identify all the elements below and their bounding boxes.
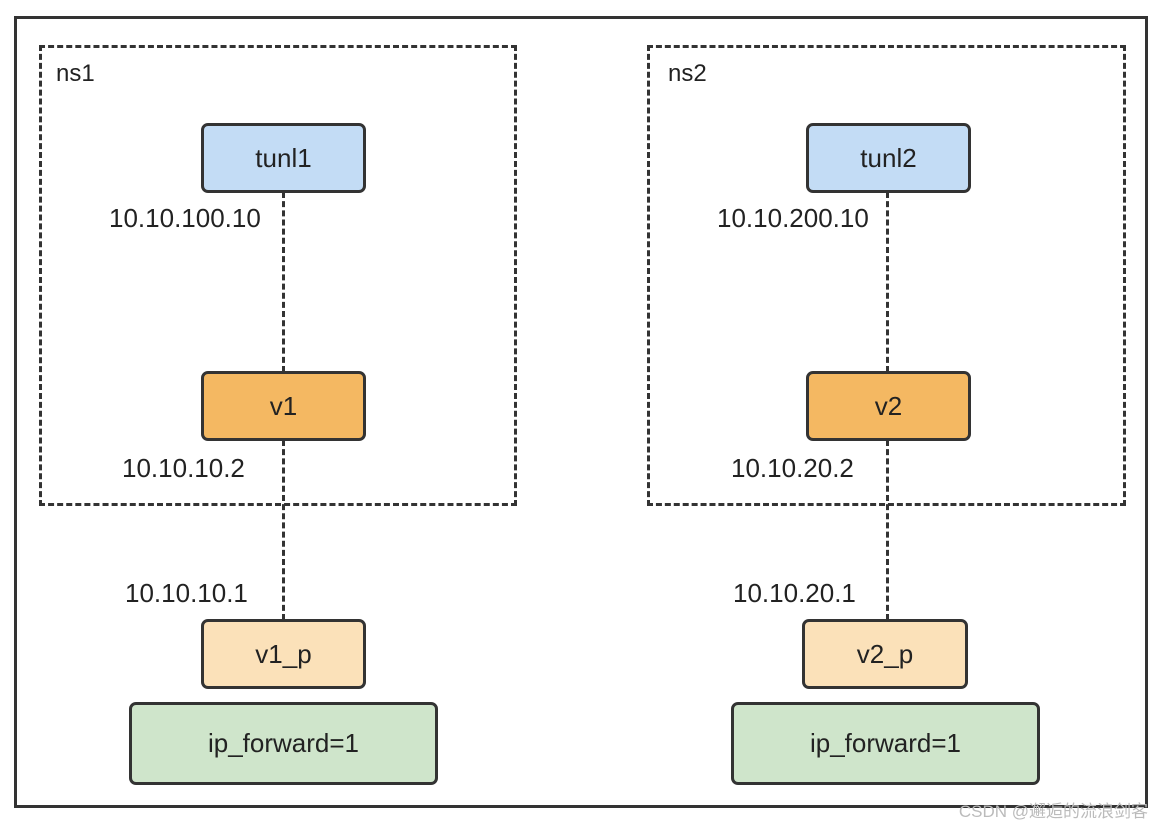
watermark: CSDN @邂逅的流浪剑客 — [958, 802, 1148, 821]
ip-v1p: 10.10.10.1 — [125, 578, 248, 608]
node-v2[interactable]: v2 — [806, 371, 971, 441]
link-tunl2-v2 — [886, 192, 889, 372]
ip-tunl2: 10.10.200.10 — [717, 203, 869, 233]
link-v1-v1p — [282, 440, 285, 620]
link-v2-v2p — [886, 440, 889, 620]
ip-v2: 10.10.20.2 — [731, 453, 854, 483]
namespace-label-ns2: ns2 — [668, 60, 707, 87]
ip-v1: 10.10.10.2 — [122, 453, 245, 483]
node-ip-forward-left[interactable]: ip_forward=1 — [129, 702, 438, 785]
node-tunl1[interactable]: tunl1 — [201, 123, 366, 193]
namespace-box-ns1 — [39, 45, 517, 506]
link-tunl1-v1 — [282, 192, 285, 372]
node-v2p[interactable]: v2_p — [802, 619, 968, 689]
node-v1[interactable]: v1 — [201, 371, 366, 441]
ip-v2p: 10.10.20.1 — [733, 578, 856, 608]
ip-tunl1: 10.10.100.10 — [109, 203, 261, 233]
node-tunl2[interactable]: tunl2 — [806, 123, 971, 193]
node-v1p[interactable]: v1_p — [201, 619, 366, 689]
host-frame — [14, 16, 1148, 808]
node-ip-forward-right[interactable]: ip_forward=1 — [731, 702, 1040, 785]
namespace-label-ns1: ns1 — [56, 60, 95, 87]
